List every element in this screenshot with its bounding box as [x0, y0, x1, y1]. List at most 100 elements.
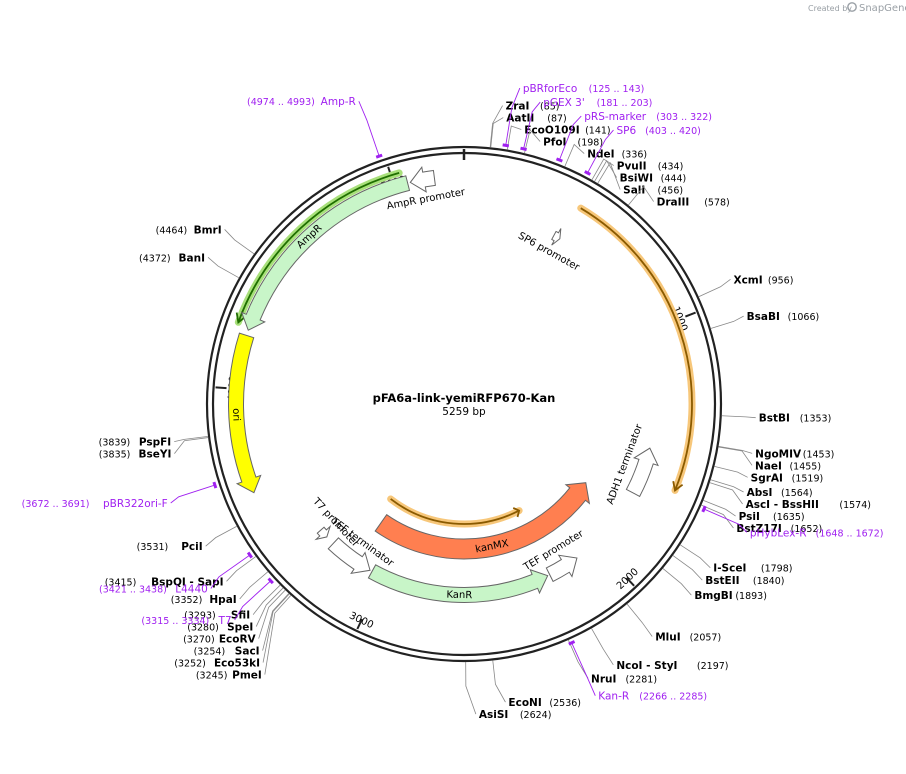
site-pmei[interactable]: PmeI(3245) — [196, 595, 292, 682]
primer-kan-r-leader — [571, 642, 596, 696]
site-aatii[interactable]: AatII(87) — [490, 113, 567, 148]
site-bstbi[interactable]: BstBI(1353) — [721, 413, 832, 425]
site-bseyi-pos: (3835) — [99, 450, 131, 461]
site-draiii-pos: (578) — [704, 198, 730, 209]
site-bsabi[interactable]: BsaBI(1066) — [710, 311, 820, 329]
primer-l4440[interactable]: L4440(3421 .. 3438) — [99, 551, 253, 595]
site-naei[interactable]: NaeI (1455) — [718, 446, 821, 472]
site-bsteii[interactable]: BstEII(1840) — [672, 555, 785, 587]
site-ecorv[interactable]: EcoRV(3270) — [183, 589, 286, 646]
site-bspqi-sapi[interactable]: BspQI - SapI(3415) — [105, 556, 257, 588]
site-spei[interactable]: SpeI(3280) — [187, 587, 284, 634]
site-bmgbi[interactable]: BmgBI(1893) — [662, 568, 767, 602]
feature-sp6-promoter[interactable]: SP6 promoter — [516, 228, 582, 274]
site-econi-name: EcoNI — [508, 697, 541, 709]
site-pcii-pos: (3531) — [137, 542, 169, 553]
highlight-arcs — [234, 169, 696, 528]
site-pfoi-leader — [524, 128, 541, 154]
ruler-tick-1000 — [685, 311, 696, 318]
site-psii-leader — [703, 499, 736, 517]
site-pcii-leader — [205, 525, 238, 547]
site-naei-leader — [718, 446, 753, 466]
feature-tef-terminator-arrow — [327, 537, 371, 575]
primer-pbr322ori-f-name: pBR322ori-F — [103, 498, 168, 510]
site-ncoi-styi[interactable]: NcoI - StyI(2197) — [591, 628, 729, 672]
site-ndei[interactable]: NdeI(336) — [564, 143, 647, 167]
site-bsteii-leader — [672, 555, 703, 581]
snapgene-credit[interactable]: Created by SnapGene — [808, 2, 906, 14]
site-ecorv-leader — [258, 589, 286, 639]
site-psii[interactable]: PsiI(1635) — [703, 499, 805, 523]
site-sgrai-leader — [714, 465, 748, 478]
site-sali-pos: (456) — [658, 186, 684, 197]
primer-t7[interactable]: T7(3315 .. 3334) — [141, 577, 274, 627]
site-bseyi[interactable]: BseYI(3835) — [99, 437, 209, 461]
site-bstz17i[interactable]: BstZ17I(1652) — [701, 504, 822, 535]
site-i-scei[interactable]: I-SceI(1798) — [679, 544, 793, 575]
site-asisi-leader — [465, 661, 477, 715]
site-econi[interactable]: EcoNI(2536) — [492, 660, 581, 709]
site-eco53ki-pos: (3252) — [174, 659, 206, 670]
site-draiii[interactable]: DraIII(578) — [628, 185, 730, 209]
feature-adh1-terminator[interactable]: ADH1 terminator — [605, 422, 659, 506]
site-xcmi[interactable]: XcmI(956) — [698, 274, 794, 298]
site-sfii-name: SfiI — [231, 610, 250, 622]
site-bmri[interactable]: BmrI(4464) — [156, 224, 255, 255]
site-bmri-leader — [224, 229, 255, 255]
primer-kan-r-mark — [568, 640, 576, 646]
credit-prefix: Created by — [808, 4, 852, 13]
site-pspfi[interactable]: PspFI(3839) — [99, 435, 209, 449]
primer-prs-marker[interactable]: pRS-marker(303 .. 322) — [555, 111, 712, 163]
feature-ori[interactable]: ori — [228, 332, 262, 494]
site-pfoi[interactable]: PfoI(198) — [524, 128, 603, 154]
site-bsteii-name: BstEII — [705, 575, 739, 587]
site-absi[interactable]: AbsI(1564) — [710, 479, 813, 499]
site-saci[interactable]: SacI(3254) — [194, 593, 290, 658]
site-asisi[interactable]: AsiSI(2624) — [465, 661, 552, 721]
site-hpai-name: HpaI — [209, 594, 236, 606]
site-naei-pos: (1455) — [789, 461, 821, 472]
site-pspfi-pos: (3839) — [99, 438, 131, 449]
site-eco53ki-name: Eco53kI — [214, 658, 260, 670]
feature-ampr[interactable]: AmpR — [240, 175, 411, 331]
site-eco53ki[interactable]: Eco53kI (3252) — [174, 593, 290, 670]
site-saci-pos: (3254) — [194, 647, 226, 658]
site-naei-name: NaeI — [755, 460, 782, 472]
primer-pgex-3[interactable]: pGEX 3'(181 .. 203) — [520, 97, 653, 152]
primer-amp-r[interactable]: Amp-R(4974 .. 4993) — [247, 96, 383, 159]
site-asci-bsshii-leader — [709, 482, 743, 505]
site-bani[interactable]: BanI(4372) — [139, 252, 240, 279]
orange-arc-1-head — [512, 507, 521, 518]
site-mlui[interactable]: MluI(2057) — [626, 603, 721, 644]
site-pfoi-pos: (198) — [577, 138, 603, 149]
primer-pbrforeco-pos: (125 .. 143) — [589, 84, 645, 95]
feature-kanr[interactable]: KanR — [367, 564, 549, 603]
site-pcii[interactable]: PciI(3531) — [137, 525, 238, 553]
ruler-tick-3000 — [356, 618, 363, 630]
site-pvuii-pos: (434) — [658, 162, 684, 173]
site-sali[interactable]: SalI(456) — [597, 161, 684, 197]
primer-sp6[interactable]: SP6(403 .. 420) — [584, 125, 701, 176]
feature-kanmx-arrow — [374, 482, 591, 560]
site-sgrai[interactable]: SgrAI(1519) — [714, 465, 823, 484]
site-bstz17i-leader — [701, 504, 734, 529]
primer-pbr322ori-f[interactable]: pBR322ori-F(3672 .. 3691) — [22, 481, 218, 510]
site-ecoo109i[interactable]: EcoO109I(141) — [506, 125, 611, 150]
site-asci-bsshii[interactable]: AscI - BssHII(1574) — [709, 482, 871, 511]
site-absi-leader — [710, 479, 744, 493]
primer-pgex-3-name: pGEX 3' — [543, 97, 585, 109]
site-ecorv-name: EcoRV — [219, 634, 257, 646]
site-nrui[interactable]: NruI(2281) — [567, 639, 657, 685]
primer-kan-r[interactable]: Kan-R(2266 .. 2285) — [568, 640, 707, 703]
primer-phyblex-r[interactable]: pHybLex-R(1648 .. 1672) — [701, 505, 884, 539]
site-bsiwi-name: BsiWI — [620, 173, 653, 185]
primer-pbrforeco[interactable]: pBRforEco(125 .. 143) — [502, 83, 645, 148]
site-ngomiv[interactable]: NgoMIV(1453) — [718, 446, 834, 460]
site-i-scei-pos: (1798) — [761, 564, 793, 575]
site-ecoo109i-name: EcoO109I — [524, 125, 579, 137]
site-mlui-leader — [626, 603, 653, 637]
site-hpai[interactable]: HpaI(3352) — [171, 571, 269, 606]
feature-kanmx[interactable]: kanMX — [374, 482, 591, 560]
site-bsabi-leader — [710, 315, 744, 329]
backbone-outer-strand — [205, 145, 723, 663]
